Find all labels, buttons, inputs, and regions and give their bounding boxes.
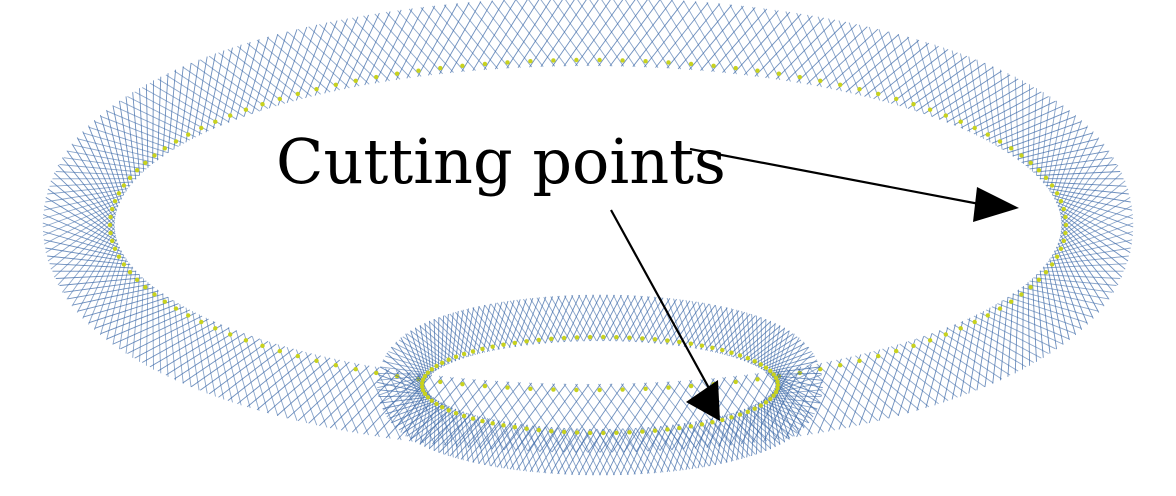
cutting-points-label: Cutting points bbox=[276, 125, 726, 198]
large-ring bbox=[42, 0, 1134, 453]
small-ring bbox=[377, 294, 823, 476]
arrow-to-large-ring bbox=[689, 147, 1019, 222]
arrow-to-small-ring bbox=[610, 209, 720, 421]
